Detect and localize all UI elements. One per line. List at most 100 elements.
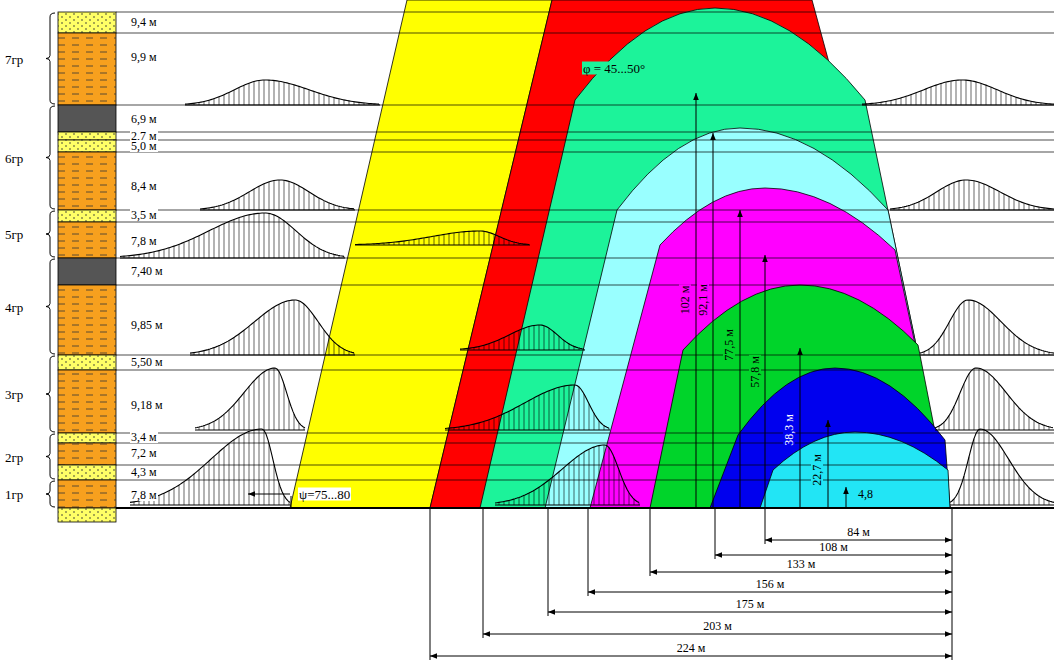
curve-hatch: [519, 330, 520, 350]
group-brace: [46, 356, 55, 432]
curve-hatch: [279, 217, 280, 258]
width-dimension-line: [430, 656, 952, 657]
collapse-dome: [545, 128, 950, 508]
pressure-curve: [862, 80, 1054, 104]
curve-hatch: [524, 328, 525, 350]
curve-hatch: [409, 240, 410, 245]
curve-hatch: [194, 103, 195, 105]
pressure-curve: [355, 231, 529, 245]
curve-hatch: [474, 347, 475, 350]
stratum: [58, 105, 116, 132]
curve-hatch: [304, 189, 305, 210]
curve-hatch: [444, 234, 445, 245]
curve-hatch: [204, 101, 205, 105]
curve-hatch: [464, 349, 465, 350]
curve-hatch: [484, 231, 485, 245]
curve-hatch: [939, 190, 940, 210]
stratum: [58, 465, 116, 480]
curve-hatch: [274, 368, 275, 430]
curve-hatch: [979, 182, 980, 210]
curve-hatch: [1039, 423, 1040, 430]
curve-hatch: [354, 102, 355, 105]
curve-hatch: [379, 243, 380, 245]
curve-hatch: [264, 213, 265, 258]
curve-hatch: [244, 195, 245, 210]
curve-hatch: [394, 242, 395, 245]
curve-hatch: [519, 497, 520, 505]
stratum: [58, 222, 116, 258]
curve-hatch: [1044, 208, 1045, 210]
curve-hatch: [204, 351, 205, 355]
curve-hatch: [574, 346, 575, 350]
layer-thickness: 9,18 м: [130, 399, 164, 411]
curve-hatch: [499, 502, 500, 505]
height-value: 22,7 м: [811, 453, 823, 487]
curve-hatch: [289, 225, 290, 258]
curve-hatch: [459, 232, 460, 245]
curve-hatch: [249, 326, 250, 355]
curve-hatch: [946, 82, 947, 105]
curve-hatch: [209, 461, 210, 505]
width-dimension-line: [588, 592, 952, 593]
curve-hatch: [219, 206, 220, 210]
curve-hatch: [989, 433, 990, 505]
stratum: [58, 433, 116, 443]
curve-hatch: [899, 208, 900, 210]
curve-hatch: [269, 443, 270, 505]
curve-hatch: [234, 200, 235, 210]
pressure-curve: [190, 300, 354, 353]
curve-hatch: [219, 418, 220, 430]
layer-boundary: [116, 33, 1054, 34]
curve-hatch: [294, 300, 295, 355]
curve-hatch: [344, 207, 345, 210]
curve-hatch: [1049, 501, 1050, 505]
curve-hatch: [1019, 338, 1020, 355]
layer-boundary: [116, 285, 1054, 286]
curve-hatch: [244, 393, 245, 430]
curve-hatch: [559, 472, 560, 505]
curve-hatch: [974, 368, 975, 430]
curve-hatch: [529, 493, 530, 505]
curve-hatch: [269, 213, 270, 258]
curve-hatch: [414, 240, 415, 245]
curve-hatch: [539, 487, 540, 505]
curve-hatch: [289, 181, 290, 210]
height-value: 102 м: [679, 285, 691, 316]
curve-hatch: [1009, 460, 1010, 505]
curve-hatch: [269, 369, 270, 430]
curve-hatch: [174, 488, 175, 505]
height-arrow: [713, 133, 714, 508]
curve-hatch: [454, 428, 455, 430]
curve-hatch: [1014, 334, 1015, 355]
curve-hatch: [319, 248, 320, 258]
curve-hatch: [984, 184, 985, 210]
curve-hatch: [949, 416, 950, 430]
curve-hatch: [314, 245, 315, 258]
curve-hatch: [234, 440, 235, 505]
curve-hatch: [284, 384, 285, 430]
group-label: 4гр: [4, 300, 24, 313]
curve-hatch: [204, 465, 205, 505]
curve-hatch: [204, 209, 205, 210]
curve-hatch: [1049, 209, 1050, 210]
curve-hatch: [871, 103, 872, 105]
curve-hatch: [144, 254, 145, 258]
curve-hatch: [1024, 413, 1025, 430]
curve-hatch: [969, 300, 970, 355]
curve-hatch: [489, 232, 490, 245]
width-value: 156 м: [755, 578, 786, 590]
curve-hatch: [464, 232, 465, 245]
stratum: [58, 210, 116, 222]
curve-hatch: [369, 244, 370, 246]
curve-hatch: [964, 476, 965, 505]
curve-hatch: [479, 423, 480, 430]
stratum: [58, 33, 116, 105]
curve-hatch: [244, 330, 245, 355]
curve-hatch: [979, 303, 980, 355]
extension-line: [483, 508, 484, 638]
height-arrow: [846, 487, 847, 508]
curve-hatch: [334, 205, 335, 210]
curve-hatch: [314, 195, 315, 210]
curve-hatch: [994, 189, 995, 210]
curve-hatch: [959, 490, 960, 505]
